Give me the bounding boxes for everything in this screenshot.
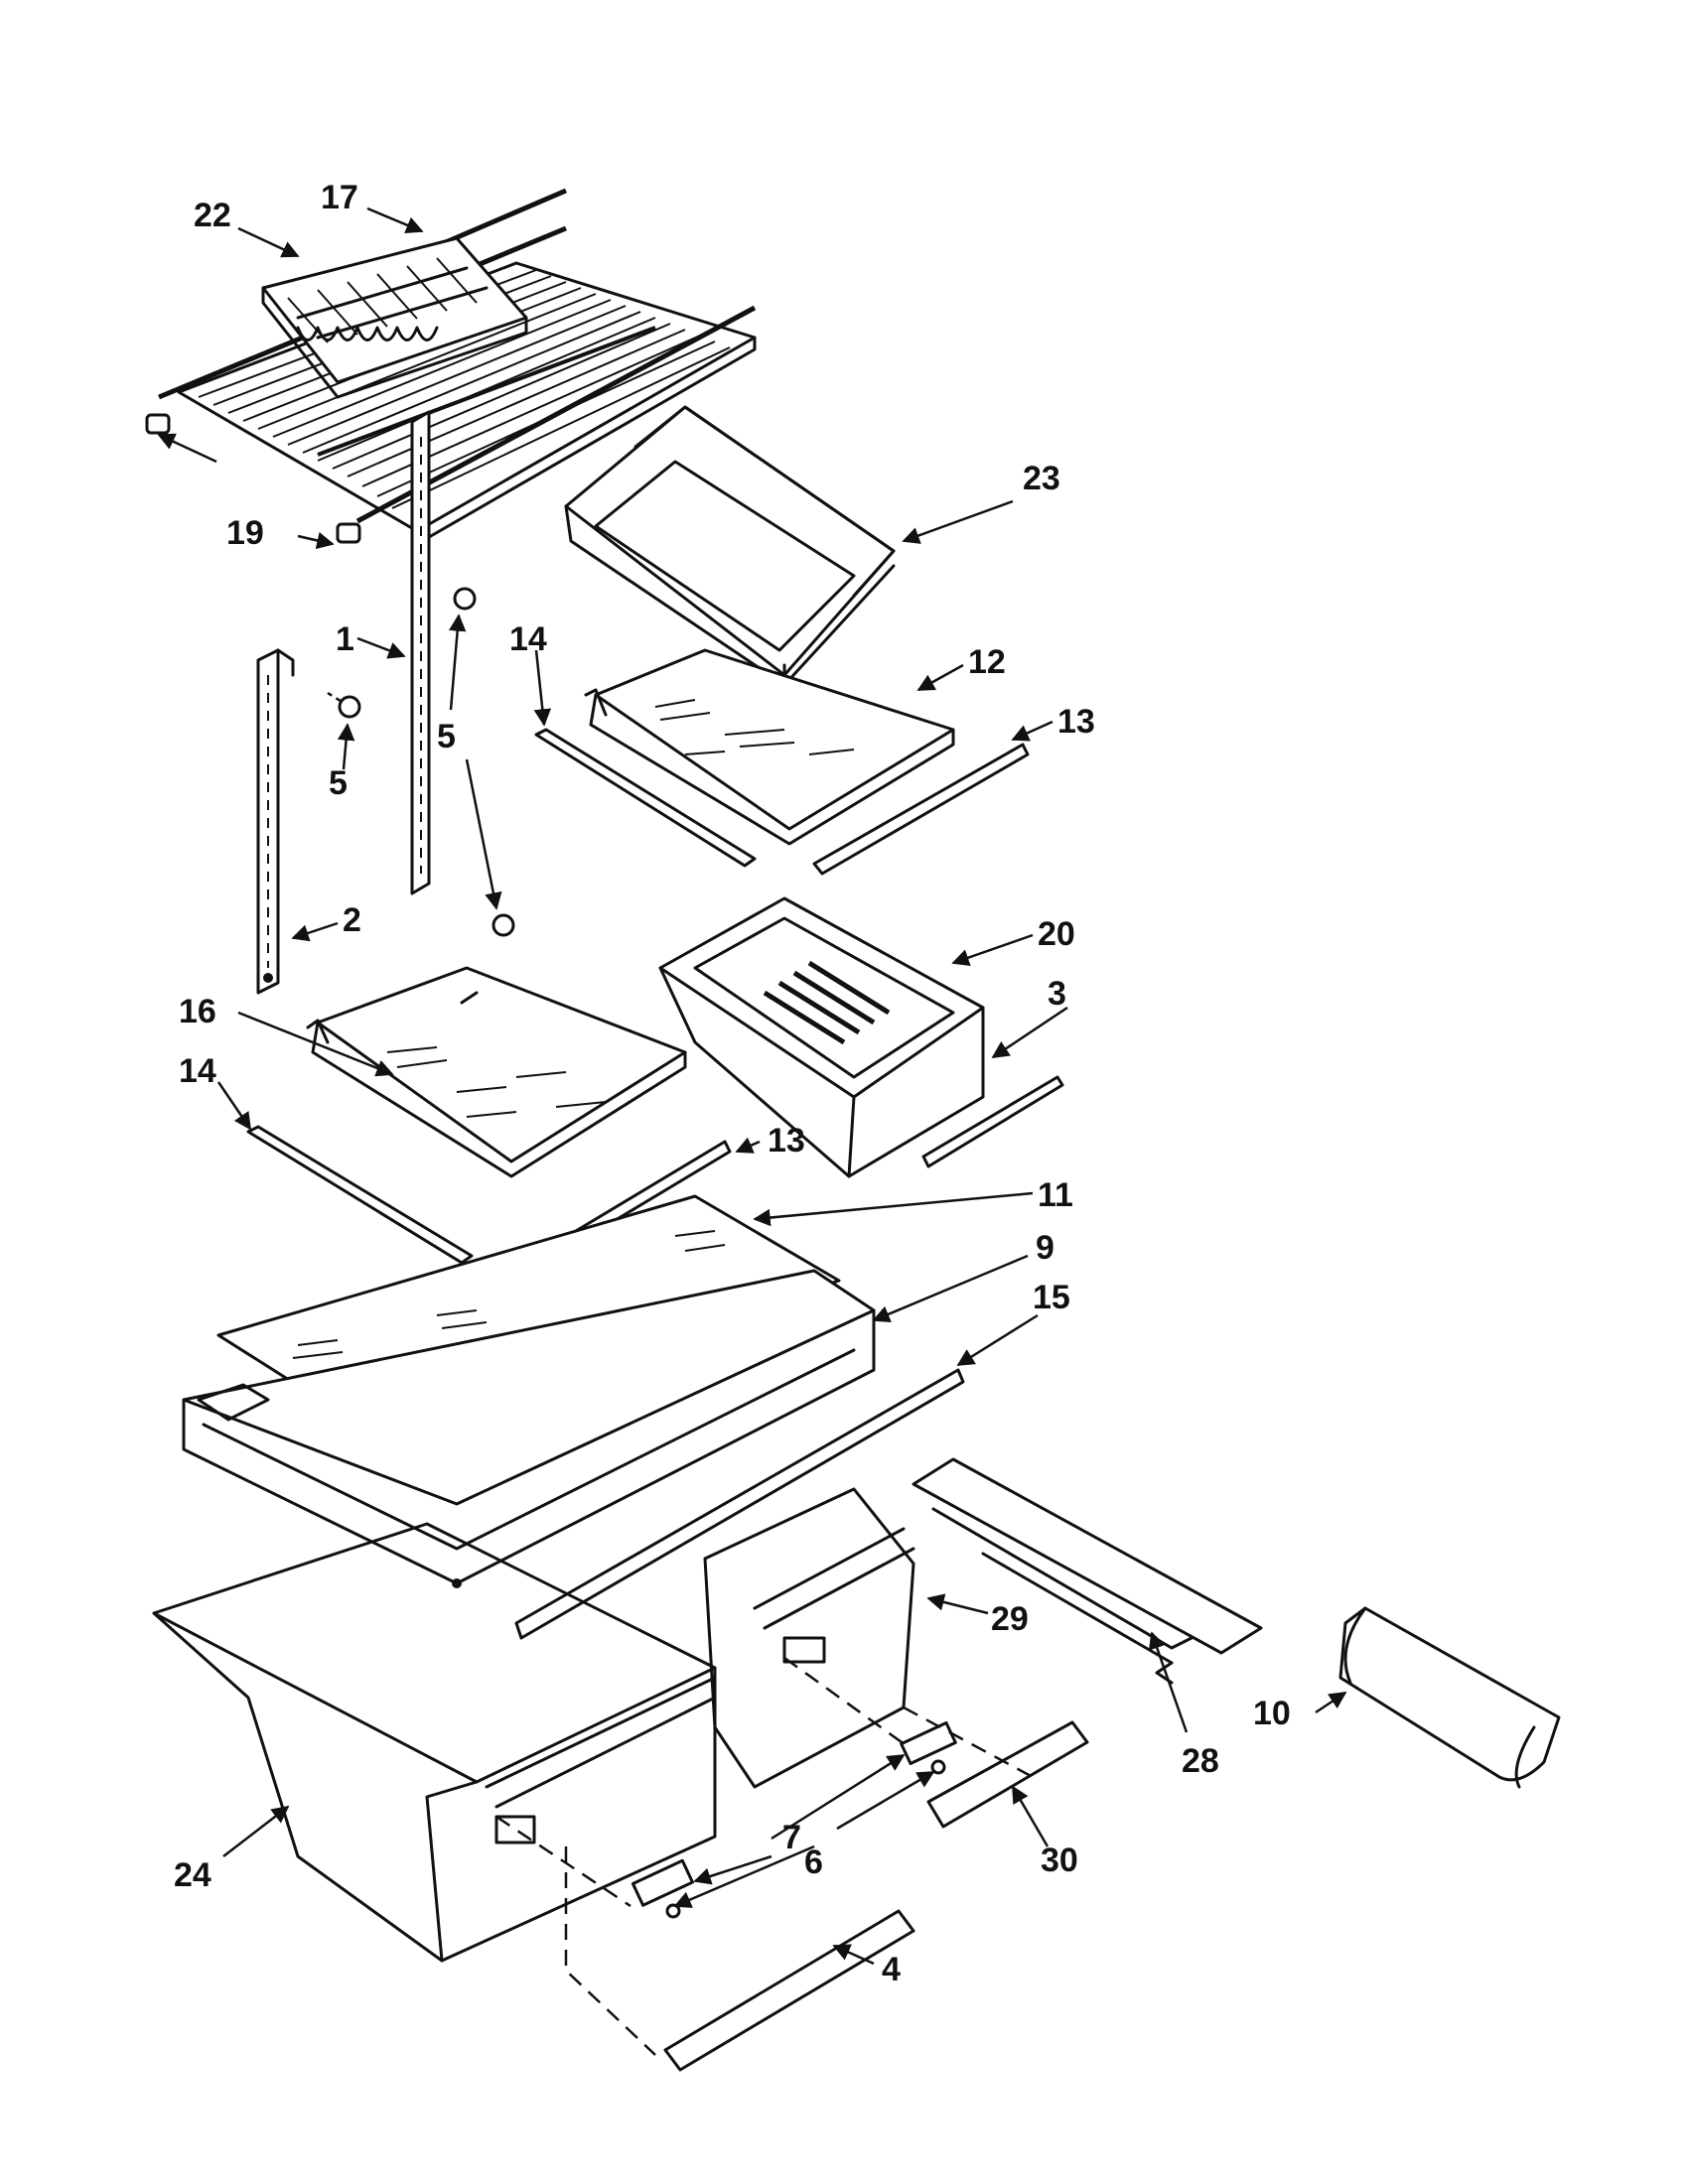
callout-5-right: 5	[437, 718, 456, 755]
callout-19: 19	[226, 514, 264, 552]
clip-part-7-upper	[900, 1720, 957, 1766]
trim-part-13-upper	[812, 743, 1030, 876]
crisper-drawer-part-20	[658, 896, 985, 1178]
callout-30: 30	[1041, 1842, 1078, 1879]
trim-part-3	[921, 1075, 1064, 1168]
trim-part-14-lower	[246, 1125, 474, 1265]
callout-29: 29	[991, 1600, 1029, 1638]
callout-10: 10	[1253, 1695, 1291, 1732]
callout-17: 17	[321, 179, 358, 216]
callout-5-left: 5	[329, 764, 348, 802]
callout-7: 7	[782, 1819, 801, 1856]
callout-13-upper: 13	[1057, 703, 1095, 741]
callout-6: 6	[804, 1843, 823, 1881]
callout-22: 22	[194, 197, 231, 234]
callout-23: 23	[1023, 460, 1060, 497]
clip-part-6	[665, 1759, 946, 1919]
drawer-part-24	[152, 1522, 717, 1963]
drawer-part-29	[703, 1487, 915, 1789]
callout-9: 9	[1036, 1229, 1054, 1267]
callout-3: 3	[1048, 975, 1066, 1013]
ice-tray-part-22	[261, 236, 528, 399]
trim-part-15	[514, 1368, 965, 1640]
callout-4: 4	[882, 1951, 901, 1988]
cover-part-10	[1338, 1606, 1561, 1789]
callout-20: 20	[1038, 915, 1075, 953]
screw-part-5	[327, 587, 515, 937]
callout-11: 11	[1038, 1176, 1073, 1214]
leader-lines	[157, 206, 1347, 1966]
rail-part-1	[410, 410, 431, 895]
callout-13-lower: 13	[768, 1122, 805, 1160]
callout-labels: 22 17 23 19 14 1 5 5 12 13 2 20 3 16 14 …	[174, 179, 1291, 1988]
trim-part-4	[663, 1909, 915, 2072]
callout-24: 24	[174, 1856, 211, 1894]
callout-16: 16	[179, 993, 216, 1030]
glass-shelf-part-12	[584, 648, 955, 846]
assembly-dashed-lines	[495, 1656, 1034, 2056]
callout-14-lower: 14	[179, 1052, 216, 1090]
callout-14-upper: 14	[509, 620, 547, 658]
glass-shelf-part-16	[306, 966, 687, 1178]
trim-part-30	[926, 1720, 1089, 1829]
callout-15: 15	[1033, 1279, 1070, 1316]
rail-part-28	[912, 1457, 1263, 1685]
shelf-stud-part-19	[145, 413, 361, 544]
callout-28: 28	[1182, 1742, 1219, 1780]
callout-2: 2	[343, 901, 361, 939]
callout-1: 1	[336, 620, 354, 658]
callout-12: 12	[968, 643, 1006, 681]
clip-part-7-lower	[631, 1858, 694, 1907]
trim-part-14-upper	[534, 728, 757, 868]
rail-part-2	[256, 648, 295, 995]
bin-part-23	[564, 405, 896, 687]
